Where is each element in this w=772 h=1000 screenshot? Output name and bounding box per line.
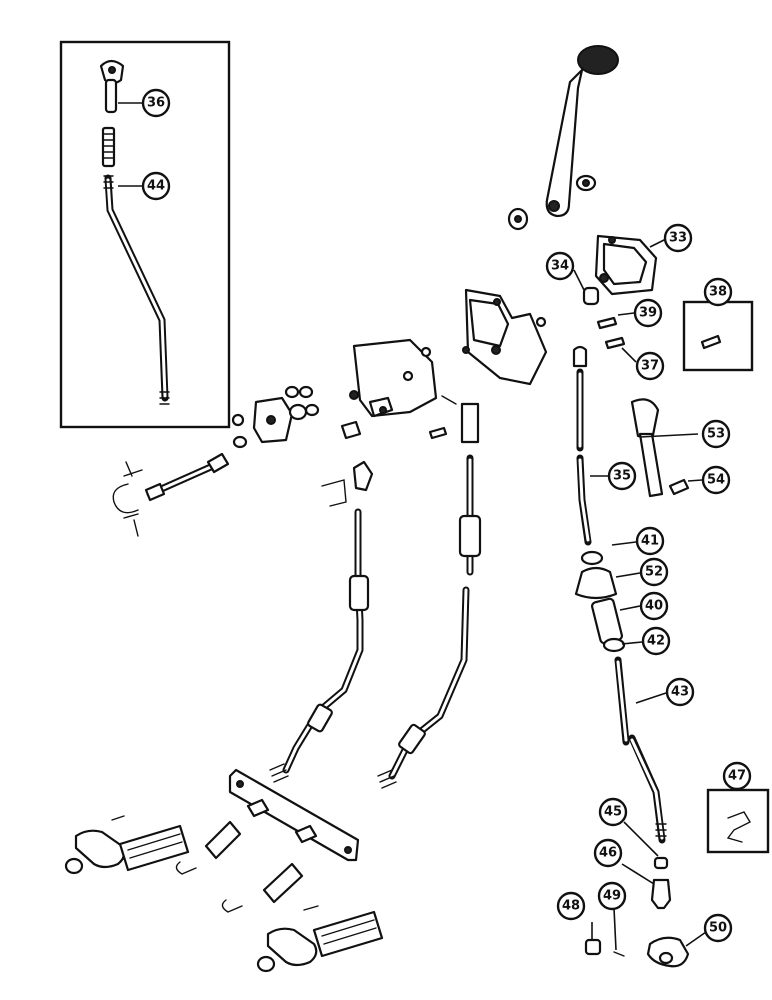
callout-34-label: 34 (551, 259, 569, 274)
callout-48-label: 48 (562, 899, 580, 914)
side-plate-drawing (349, 338, 438, 418)
callout-37: 37 (635, 351, 665, 381)
inset-box-47 (706, 788, 770, 854)
callout-39-label: 39 (639, 306, 657, 321)
callout-41-label: 41 (641, 534, 659, 549)
rod-43-drawing (614, 656, 667, 844)
clip-47-drawing (726, 811, 751, 843)
callout-50: 50 (703, 913, 733, 943)
callout-49-label: 49 (603, 889, 621, 904)
detent-block-drawing (231, 385, 320, 449)
arm-assembly-lower-drawing (111, 815, 384, 973)
callout-52: 52 (639, 557, 669, 587)
callout-53-label: 53 (707, 427, 725, 442)
spacer-drawing (340, 420, 362, 440)
callout-52-label: 52 (645, 565, 663, 580)
cotter-pin-drawing (441, 395, 457, 405)
callout-47: 47 (722, 761, 752, 791)
rod-35-drawing (572, 345, 592, 546)
threaded-link-drawing (112, 452, 230, 537)
pin-small-drawing (428, 426, 448, 440)
callout-48: 48 (556, 891, 586, 921)
callout-50-label: 50 (709, 921, 727, 936)
boot-assembly-drawing (574, 550, 626, 653)
pin-39-drawing (596, 316, 618, 330)
pin-37-drawing (604, 336, 626, 350)
callout-38: 38 (703, 277, 733, 307)
callout-47-label: 47 (728, 769, 746, 784)
callout-53: 53 (701, 419, 731, 449)
callout-33: 33 (663, 223, 693, 253)
bushing-34-drawing (582, 286, 600, 306)
callout-54: 54 (701, 465, 731, 495)
callout-40-label: 40 (645, 599, 663, 614)
callout-46-label: 46 (599, 846, 617, 861)
callout-37-label: 37 (641, 359, 659, 374)
bracket-33-drawing (594, 234, 658, 296)
callout-36: 36 (141, 88, 171, 118)
callout-35-label: 35 (613, 469, 631, 484)
callout-44: 44 (141, 171, 171, 201)
callout-40: 40 (639, 591, 669, 621)
pin-38-drawing (700, 334, 722, 350)
callout-34: 34 (545, 251, 575, 281)
shift-lever-drawing (507, 45, 619, 231)
mounting-plate-drawing (228, 768, 360, 862)
cable-right-drawing (377, 454, 482, 789)
cotter-49-drawing (613, 951, 625, 957)
pin-48-drawing (584, 938, 602, 956)
callout-54-label: 54 (707, 473, 725, 488)
callout-45: 45 (598, 797, 628, 827)
callout-42: 42 (641, 626, 671, 656)
callout-44-label: 44 (147, 179, 165, 194)
arm-50-drawing (646, 936, 690, 968)
bolt-54-drawing (668, 478, 690, 496)
callout-49: 49 (597, 881, 627, 911)
callout-41: 41 (635, 526, 665, 556)
inset-box-rod (59, 40, 231, 429)
callout-35: 35 (607, 461, 637, 491)
callout-38-label: 38 (709, 285, 727, 300)
callout-46: 46 (593, 838, 623, 868)
callout-43-label: 43 (671, 685, 689, 700)
nut-45-drawing (653, 856, 669, 870)
callout-45-label: 45 (604, 805, 622, 820)
cable-left-drawing (269, 460, 374, 783)
callout-36-label: 36 (147, 96, 165, 111)
callout-33-label: 33 (669, 231, 687, 246)
arm-assembly-upper-drawing (64, 820, 242, 875)
clevis-rod-36-drawing (99, 59, 125, 168)
center-bracket-drawing (462, 288, 548, 386)
clevis-46-drawing (650, 878, 672, 910)
bent-rod-44-drawing (103, 174, 170, 405)
callout-42-label: 42 (647, 634, 665, 649)
leader-lines (118, 102, 707, 951)
bracket-53-drawing (630, 398, 664, 498)
callout-43: 43 (665, 677, 695, 707)
callout-39: 39 (633, 298, 663, 328)
block-drawing (460, 402, 480, 444)
